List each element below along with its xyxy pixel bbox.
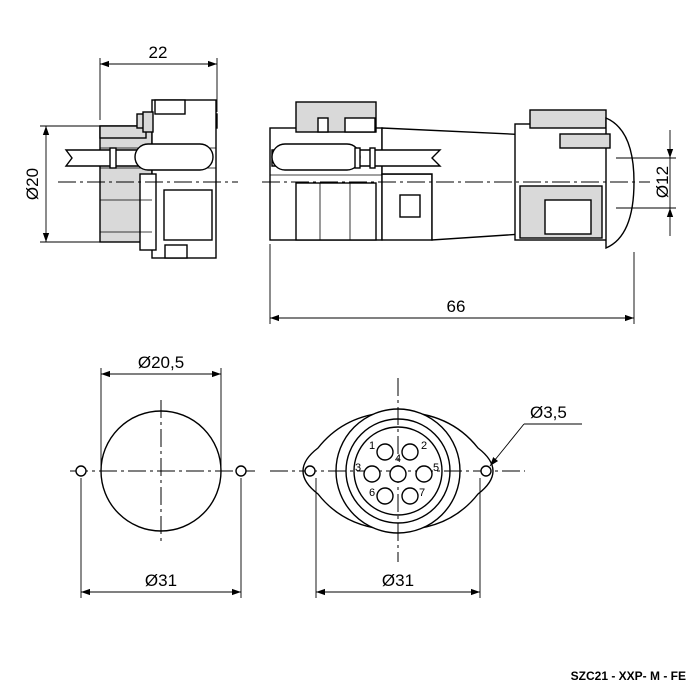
pin-label-4: 4 (395, 453, 401, 465)
pin-hole-1 (376, 443, 394, 461)
dim-diameter-12: Ø12 (653, 166, 672, 198)
pin-hole-3 (363, 465, 381, 483)
dim-diameter-31-left: Ø31 (145, 571, 177, 590)
dim-length-22: 22 (149, 43, 168, 62)
plug-front-view: 1 2 3 4 5 6 7 Ø3,5 Ø31 (270, 378, 582, 598)
pin-label-6: 6 (369, 487, 375, 499)
pin-hole-2 (401, 443, 419, 461)
dim-diameter-20-5: Ø20,5 (138, 353, 184, 372)
pin-label-1: 1 (369, 440, 375, 452)
dim-diameter-20: Ø20 (23, 168, 42, 200)
socket-side-view: 22 Ø20 (23, 43, 238, 259)
pin-label-7: 7 (419, 487, 425, 499)
pin-hole-5 (415, 465, 433, 483)
dim-length-66: 66 (447, 297, 466, 316)
dim-diameter-31-right: Ø31 (382, 571, 414, 590)
pin-hole-7 (401, 487, 419, 505)
plug-side-view: Ø12 66 (262, 101, 676, 324)
pin-hole-4 (389, 465, 407, 483)
dim-hole-3-5: Ø3,5 (530, 403, 567, 422)
socket-front-view: Ø20,5 Ø31 (70, 353, 255, 598)
pin-label-3: 3 (355, 462, 361, 474)
pin-label-2: 2 (421, 440, 427, 452)
part-code: SZC21 - XXP- M - FE (571, 669, 686, 683)
pin-label-5: 5 (433, 462, 439, 474)
pin-hole-6 (376, 487, 394, 505)
